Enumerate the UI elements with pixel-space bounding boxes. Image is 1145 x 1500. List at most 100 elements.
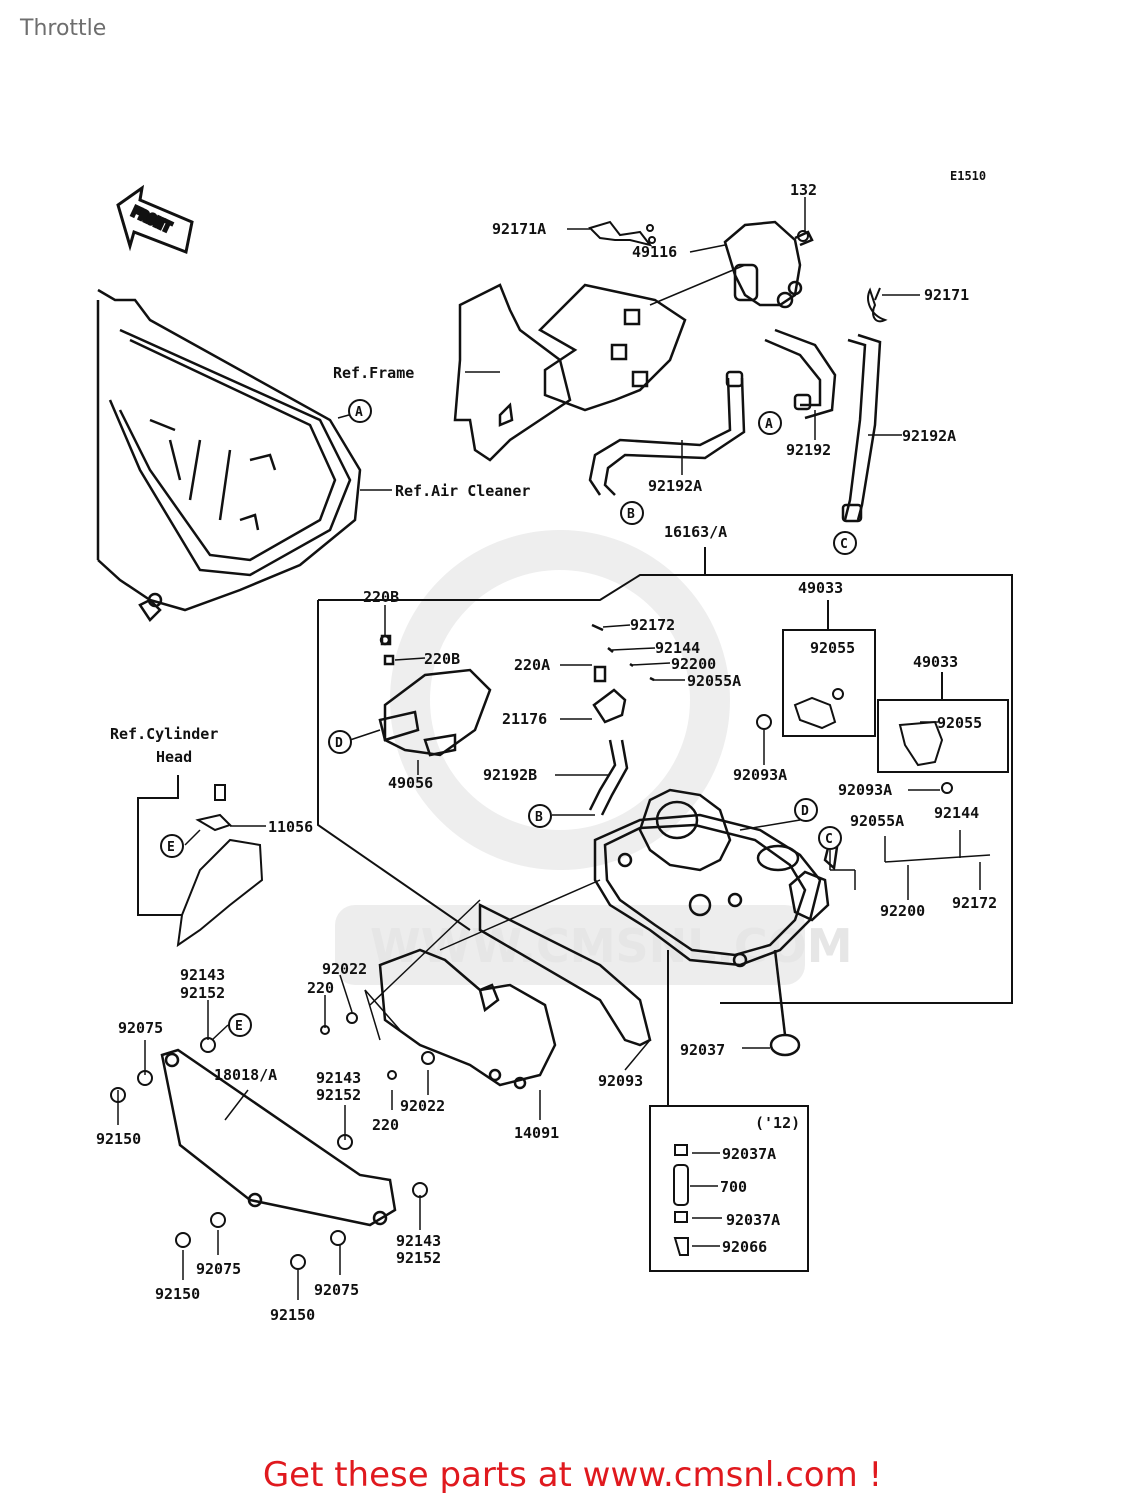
part-label-49033-a: 49033 xyxy=(798,579,843,597)
part-label-220-a: 220 xyxy=(307,979,334,997)
marker-A-hose: A xyxy=(758,411,782,435)
clip-92171 xyxy=(867,287,888,323)
parts-diagram: WWW.CMSNL.COM FRONT xyxy=(96,169,1013,1324)
part-label-220B-a: 220B xyxy=(363,588,399,606)
marker-D-left: D xyxy=(328,730,352,754)
hose-92192A-left xyxy=(588,370,746,496)
hose-92192A-right xyxy=(841,333,882,523)
part-label-92037: 92037 xyxy=(680,1041,725,1059)
ref-label-cylinder-head-1: Ref.Cylinder xyxy=(110,725,218,743)
belt-92093 xyxy=(478,902,652,1047)
part-label-92093A-b: 92093A xyxy=(838,781,892,799)
part-label-92152-c: 92152 xyxy=(396,1249,441,1267)
part-label-49116: 49116 xyxy=(632,243,677,261)
front-arrow-icon: FRONT xyxy=(116,184,194,255)
hose-92192 xyxy=(764,328,837,420)
part-label-220-b: 220 xyxy=(372,1116,399,1134)
sensor-21176 xyxy=(591,623,655,724)
marker-D-body: D xyxy=(794,798,818,822)
part-label-92172-right: 92172 xyxy=(952,894,997,912)
marker-B-body: B xyxy=(528,804,552,828)
part-label-92192A-left: 92192A xyxy=(648,477,702,495)
marker-B-hose: B xyxy=(620,501,644,525)
part-label-92192: 92192 xyxy=(786,441,831,459)
part-label-49056: 49056 xyxy=(388,774,433,792)
part-label-92143-a: 92143 xyxy=(180,966,225,984)
part-label-92150-c: 92150 xyxy=(270,1306,315,1324)
bracket-18018A xyxy=(160,1048,397,1227)
part-label-220A: 220A xyxy=(514,656,550,674)
part-label-92150-b: 92150 xyxy=(155,1285,200,1303)
part-label-700: 700 xyxy=(720,1178,747,1196)
marker-E-bracket: E xyxy=(228,1013,252,1037)
solenoid-valve xyxy=(723,220,814,309)
part-label-92075-b: 92075 xyxy=(196,1260,241,1278)
part-label-220B-b: 220B xyxy=(424,650,460,668)
ref-label-frame: Ref.Frame xyxy=(333,364,414,382)
marker-D-label: D xyxy=(801,804,809,819)
throttle-body-assembly xyxy=(593,788,840,968)
part-label-92022-a: 92022 xyxy=(322,960,367,978)
hose-92192B xyxy=(588,739,629,816)
marker-D-label: D xyxy=(335,736,343,751)
footer-link[interactable]: Get these parts at www.cmsnl.com ! xyxy=(262,1455,883,1495)
ref-label-cylinder-head-2: Head xyxy=(156,748,192,766)
part-label-92093A-a: 92093A xyxy=(733,766,787,784)
marker-E-label: E xyxy=(235,1019,243,1034)
air-cleaner-housing xyxy=(96,288,362,622)
part-label-18018A: 18018/A xyxy=(214,1066,277,1084)
marker-C-hose: C xyxy=(833,531,857,555)
injector-box-1 xyxy=(756,600,876,737)
part-label-92055-b: 92055 xyxy=(937,714,982,732)
hardware-parts xyxy=(110,230,809,1270)
part-label-92075-c: 92075 xyxy=(314,1281,359,1299)
page-title: Throttle xyxy=(20,16,107,41)
part-label-92152-a: 92152 xyxy=(180,984,225,1002)
part-label-92093: 92093 xyxy=(598,1072,643,1090)
part-label-49033-b: 49033 xyxy=(913,653,958,671)
watermark-text: WWW.CMSNL.COM xyxy=(370,919,853,973)
part-label-92150-a: 92150 xyxy=(96,1130,141,1148)
part-label-92037A-a: 92037A xyxy=(722,1145,776,1163)
bracket-49056 xyxy=(378,634,492,757)
part-label-92152-b: 92152 xyxy=(316,1086,361,1104)
part-label-16163A: 16163/A xyxy=(664,523,727,541)
marker-C-body: C xyxy=(818,826,842,850)
part-label-92192A-right: 92192A xyxy=(902,427,956,445)
part-label-92022-b: 92022 xyxy=(400,1097,445,1115)
clamp-92037 xyxy=(769,949,801,1057)
marker-E-head: E xyxy=(160,834,184,858)
clamp-92171A xyxy=(588,220,656,247)
ref-label-air-cleaner: Ref.Air Cleaner xyxy=(395,482,530,500)
diagram-code: E1510 xyxy=(950,169,986,183)
marker-B-label: B xyxy=(627,507,635,522)
part-label-92055A-top: 92055A xyxy=(687,672,741,690)
cylinder-head-box xyxy=(137,775,264,948)
marker-A-top: A xyxy=(348,399,372,423)
injector-box-2 xyxy=(877,672,1009,794)
part-label-92075-a: 92075 xyxy=(118,1019,163,1037)
year-12-box xyxy=(649,950,809,1272)
part-label-92144-top: 92144 xyxy=(655,639,700,657)
marker-C-label: C xyxy=(840,537,848,552)
part-label-92144-right: 92144 xyxy=(934,804,979,822)
marker-A-label: A xyxy=(765,417,773,432)
part-label-92200-right: 92200 xyxy=(880,902,925,920)
part-label-92172-top: 92172 xyxy=(630,616,675,634)
leader-lines xyxy=(117,197,991,1300)
part-label-92143-b: 92143 xyxy=(316,1069,361,1087)
part-label-92192B: 92192B xyxy=(483,766,537,784)
part-label-11056: 11056 xyxy=(268,818,313,836)
cover-14091 xyxy=(378,948,557,1090)
part-label-21176: 21176 xyxy=(502,710,547,728)
marker-E-label: E xyxy=(167,840,175,855)
part-label-92055A-right: 92055A xyxy=(850,812,904,830)
part-label-92037A-b: 92037A xyxy=(726,1211,780,1229)
throttle-body-group-box xyxy=(317,547,1013,1004)
part-label-year-12: ('12) xyxy=(755,1114,800,1132)
part-label-92055-a: 92055 xyxy=(810,639,855,657)
part-label-14091: 14091 xyxy=(514,1124,559,1142)
part-label-132: 132 xyxy=(790,181,817,199)
part-label-92066: 92066 xyxy=(722,1238,767,1256)
part-label-92171A: 92171A xyxy=(492,220,546,238)
